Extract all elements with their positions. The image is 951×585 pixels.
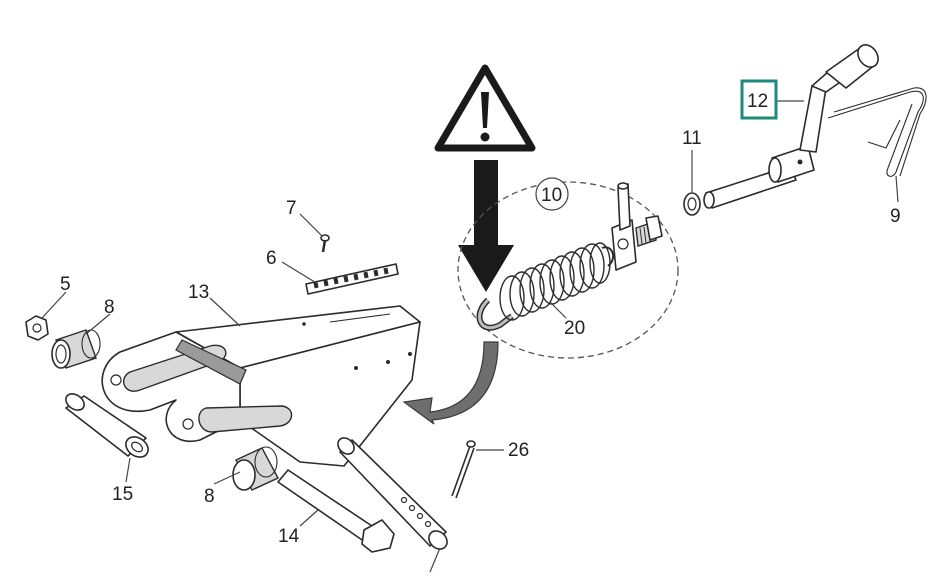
curved-arrow-icon bbox=[402, 341, 499, 425]
washer-part-11 bbox=[683, 192, 701, 216]
spring-bracket bbox=[611, 182, 663, 271]
tube-part-15 bbox=[65, 393, 149, 458]
warning-triangle-icon bbox=[434, 64, 536, 152]
arrow-down-icon bbox=[458, 160, 514, 292]
label-part-7: 7 bbox=[286, 198, 297, 219]
leader-lines bbox=[41, 100, 899, 573]
label-part-26: 26 bbox=[508, 440, 529, 461]
label-part-6: 6 bbox=[266, 248, 277, 269]
label-part-8-lower: 8 bbox=[204, 486, 215, 507]
bushing-part-8-lower bbox=[232, 446, 279, 491]
label-part-14: 14 bbox=[278, 526, 300, 547]
label-part-10: 10 bbox=[541, 185, 562, 206]
label-part-12-highlight: 12 bbox=[740, 79, 778, 120]
handle-assembly bbox=[703, 44, 927, 209]
label-part-8-upper: 8 bbox=[104, 297, 115, 318]
screw-part-7 bbox=[320, 234, 330, 253]
label-part-15: 15 bbox=[112, 484, 133, 505]
pin-with-holes bbox=[337, 437, 448, 550]
label-part-5: 5 bbox=[60, 274, 71, 295]
slotted-plate-part-6 bbox=[305, 263, 399, 295]
spring-part-20 bbox=[476, 242, 615, 331]
bolt-part-14 bbox=[277, 469, 395, 553]
label-part-10-circle: 10 bbox=[535, 177, 569, 211]
cotter-pin-part-26 bbox=[451, 440, 476, 499]
label-part-9: 9 bbox=[890, 206, 901, 227]
label-part-13: 13 bbox=[188, 282, 209, 303]
label-part-11: 11 bbox=[682, 128, 702, 149]
label-part-12: 12 bbox=[747, 91, 768, 112]
label-part-20: 20 bbox=[564, 318, 585, 339]
detail-callout-circle bbox=[457, 181, 679, 359]
arm-part-13 bbox=[101, 305, 421, 467]
nut-part-5 bbox=[25, 315, 49, 341]
bushing-part-8-upper bbox=[51, 329, 101, 369]
